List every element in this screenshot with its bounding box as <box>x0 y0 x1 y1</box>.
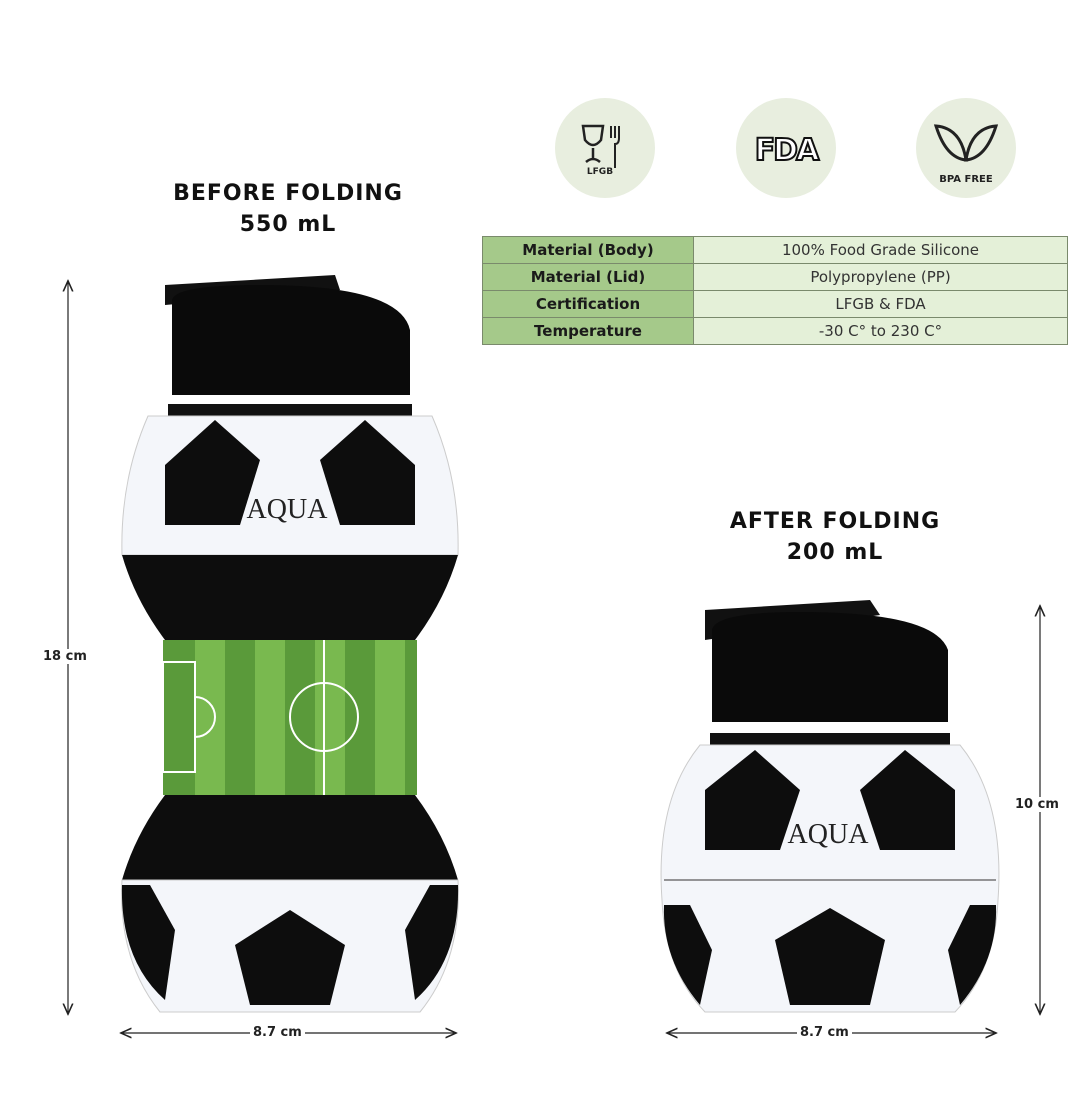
height-label-after: 10 cm <box>1012 797 1062 812</box>
fda-logo-icon: FDA <box>754 132 823 169</box>
height-label-before: 18 cm <box>40 649 90 664</box>
svg-text:BPA FREE: BPA FREE <box>939 174 993 185</box>
brand-logo: AQUA <box>247 494 329 525</box>
lfgb-glass-fork-icon: LFGB <box>581 124 620 177</box>
bottle-after-folding: AQUA <box>660 600 1000 1013</box>
width-label-after: 8.7 cm <box>797 1025 852 1040</box>
svg-text:LFGB: LFGB <box>587 167 613 177</box>
lfgb-badge: LFGB <box>555 98 655 198</box>
before-folding-title: BEFORE FOLDING 550 mL <box>138 178 438 240</box>
bpa-free-leaves-icon: BPA FREE <box>933 124 999 185</box>
table-row: Material (Lid)Polypropylene (PP) <box>482 263 1068 291</box>
before-volume: 550 mL <box>239 212 337 237</box>
bottle-cap <box>712 612 948 722</box>
spec-table: Material (Body)100% Food Grade Silicone … <box>482 236 1068 345</box>
table-row: Material (Body)100% Food Grade Silicone <box>482 236 1068 264</box>
after-folding-title: AFTER FOLDING 200 mL <box>685 506 985 568</box>
bpa-free-badge: BPA FREE <box>916 98 1016 198</box>
brand-logo: AQUA <box>788 819 870 850</box>
after-volume: 200 mL <box>786 540 884 565</box>
width-label-before: 8.7 cm <box>250 1025 305 1040</box>
table-row: Temperature-30 C° to 230 C° <box>482 317 1068 345</box>
bottle-cap <box>172 285 410 395</box>
svg-text:FDA: FDA <box>755 133 820 168</box>
fda-badge: FDA <box>736 98 836 198</box>
bottle-before-folding: AQUA <box>121 275 459 1013</box>
